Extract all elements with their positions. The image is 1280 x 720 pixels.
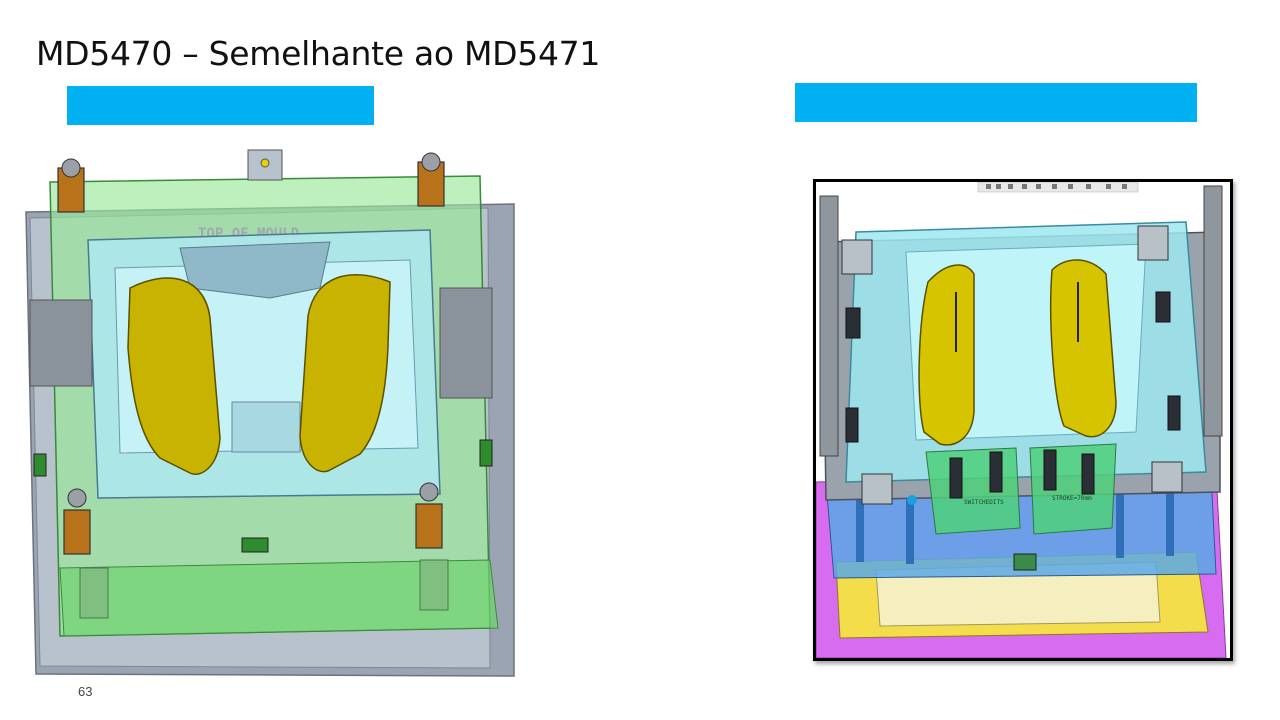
engraved-text-right-2: STROKE=70mm — [1052, 495, 1092, 502]
page-number: 63 — [78, 684, 93, 699]
blue-caption-bar-left — [67, 86, 374, 125]
blue-caption-bar-right — [795, 83, 1197, 122]
engraved-text-right-1: SWITCHEDITS — [964, 499, 1004, 506]
mould-cad-image-right: SWITCHEDITS STROKE=70mm — [813, 179, 1233, 661]
slide-title: MD5470 – Semelhante ao MD5471 — [36, 34, 601, 73]
mould-cad-image-left: TOP OF MOULD — [20, 148, 516, 678]
